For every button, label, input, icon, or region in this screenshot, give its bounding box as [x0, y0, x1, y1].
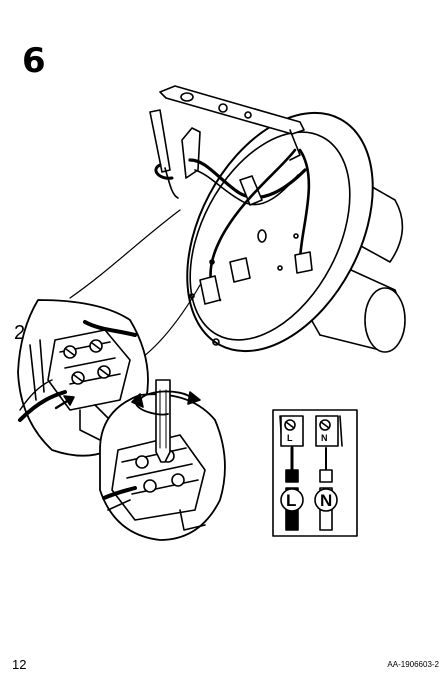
- wiring-legend: [272, 409, 358, 537]
- ceiling-cable: [149, 109, 307, 206]
- document-id: AA-1906603-2: [387, 660, 439, 669]
- terminal-label-l: L: [287, 433, 293, 443]
- mounting-bracket: [159, 85, 305, 161]
- wire-label-l: L: [286, 491, 296, 510]
- internal-wiring: [189, 148, 313, 305]
- terminal-label-n: N: [321, 433, 328, 443]
- detail-circle-screwdriver: [99, 379, 226, 541]
- page-number: 12: [12, 657, 27, 672]
- wire-label-n: N: [320, 491, 332, 510]
- step-number: 6: [22, 41, 46, 81]
